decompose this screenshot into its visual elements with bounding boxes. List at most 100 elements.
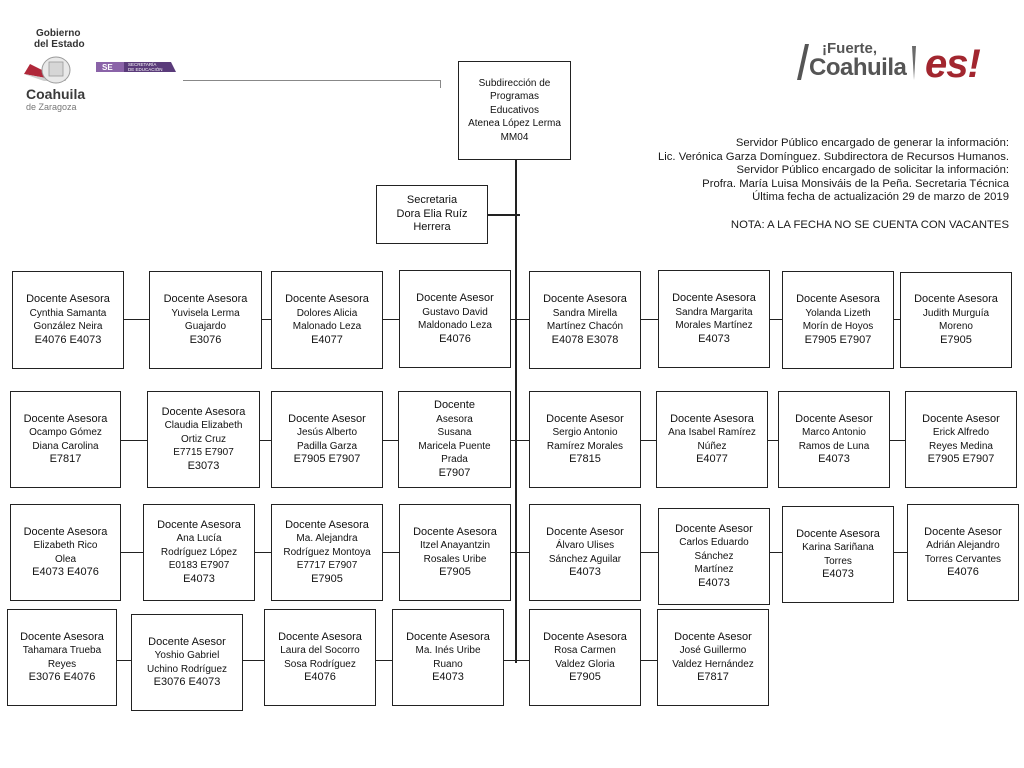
- staff-name: Moreno: [939, 321, 973, 332]
- staff-role: Docente Asesora: [278, 630, 362, 643]
- staff-code: E4076 E4073: [34, 333, 102, 346]
- staff-code: E4073: [698, 332, 730, 345]
- row-connector: [124, 319, 149, 321]
- staff-code: E7905: [940, 333, 972, 346]
- main-trunk-line: [515, 159, 517, 663]
- head-line: Subdirección de: [478, 77, 551, 89]
- staff-code: E3076: [189, 333, 222, 346]
- staff-role: Docente Asesor: [416, 292, 494, 304]
- staff-name: Sosa Rodríguez: [284, 658, 356, 670]
- info-line: Lic. Verónica Garza Domínguez. Subdirect…: [657, 150, 1009, 163]
- coahuila-brand-text: Coahuila: [809, 54, 907, 81]
- row-connector: [243, 660, 264, 662]
- staff-name: Maldonado Leza: [418, 320, 492, 331]
- staff-code: E4073: [822, 568, 854, 580]
- staff-role: Docente Asesor: [795, 412, 873, 425]
- del-estado-text: del Estado: [34, 39, 85, 50]
- staff-name: Maricela Puente: [418, 440, 491, 452]
- fuerte-text: ¡Fuerte,: [822, 40, 878, 57]
- staff-name: Ramírez Morales: [546, 440, 624, 452]
- staff-name: Morales Martínez: [675, 320, 753, 331]
- staff-code: E3076 E4076: [28, 671, 96, 683]
- trunk-connector: [516, 660, 529, 662]
- row-connector: [641, 440, 656, 442]
- staff-name: Rosa Carmen: [554, 645, 616, 656]
- row-connector: [117, 660, 131, 662]
- head-box-subdireccion: Subdirección de Programas Educativos Ate…: [458, 61, 571, 160]
- secretaria-line: Secretaria: [406, 194, 458, 207]
- staff-role: Docente Asesor: [546, 412, 624, 425]
- row-connector: [121, 552, 143, 554]
- staff-role: Docente Asesor: [674, 630, 752, 643]
- staff-name: Ruano: [433, 658, 463, 670]
- trunk-connector: [516, 319, 529, 321]
- staff-role: Docente Asesora: [543, 293, 627, 305]
- staff-code: E4073: [818, 453, 850, 465]
- staff-name: Marco Antonio: [802, 427, 866, 438]
- staff-role: Docente Asesor: [148, 635, 226, 648]
- row-connector: [383, 552, 399, 554]
- head-line: Atenea López Lerma: [468, 118, 561, 130]
- staff-code: E4073: [183, 572, 215, 585]
- staff-name: Valdez Hernández: [672, 658, 754, 670]
- coahuila-text: Coahuila: [26, 86, 86, 102]
- row-connector: [260, 440, 271, 442]
- trunk-connector: [516, 440, 529, 442]
- staff-code: E4076: [947, 566, 979, 578]
- zaragoza-text: de Zaragoza: [26, 102, 77, 112]
- staff-name: Tahamara Trueba: [22, 645, 102, 656]
- se-badge-sub1: SECRETARÍA: [128, 62, 157, 67]
- staff-name: Sánchez: [694, 550, 734, 562]
- staff-name: Guajardo: [184, 321, 227, 332]
- staff-code: E4073: [432, 671, 464, 683]
- staff-name: Sánchez Aguilar: [548, 553, 622, 565]
- staff-role: Docente Asesor: [924, 525, 1002, 538]
- staff-name: Prada: [441, 454, 468, 465]
- staff-name: Rodríguez Montoya: [283, 546, 371, 558]
- staff-role: Docente Asesora: [23, 525, 108, 538]
- staff-name: Rosales Uribe: [423, 553, 487, 565]
- staff-code: E7905 E7907: [293, 453, 361, 465]
- row-connector: [894, 319, 900, 321]
- staff-code: E7905 E7907: [804, 333, 872, 346]
- staff-name: Padilla Garza: [296, 440, 358, 452]
- staff-name: Núñez: [697, 440, 727, 452]
- staff-name: Adrián Alejandro: [926, 540, 1000, 551]
- head-line: Programas: [490, 91, 539, 103]
- header-rule: [183, 80, 441, 81]
- staff-role: Docente Asesora: [285, 293, 369, 305]
- row-connector: [641, 660, 657, 662]
- staff-name: E7717 E7907: [296, 560, 358, 572]
- head-line: MM04: [500, 131, 529, 143]
- staff-name: José Guillermo: [679, 645, 747, 656]
- secretaria-line: Dora Elia Ruíz: [396, 207, 468, 220]
- staff-name: Malonado Leza: [292, 321, 362, 332]
- staff-code: E7905 E7907: [927, 453, 995, 465]
- staff-name: Martínez: [694, 564, 734, 576]
- staff-role: Docente Asesora: [914, 293, 998, 305]
- staff-code: E4073 E4076: [32, 566, 99, 578]
- staff-code: E7905: [569, 671, 601, 683]
- staff-code: E4073: [569, 566, 601, 578]
- staff-role: Docente Asesora: [670, 412, 754, 425]
- staff-code: E7817: [49, 453, 82, 465]
- secretaria-line: Herrera: [413, 221, 451, 234]
- staff-role: Docente Asesora: [796, 527, 880, 540]
- staff-code: E4076: [304, 671, 336, 683]
- staff-name: Gustavo David: [422, 306, 488, 318]
- staff-name: Dolores Alicia: [296, 307, 358, 319]
- row-connector: [121, 440, 147, 442]
- staff-name: Yuvisela Lerma: [171, 307, 240, 319]
